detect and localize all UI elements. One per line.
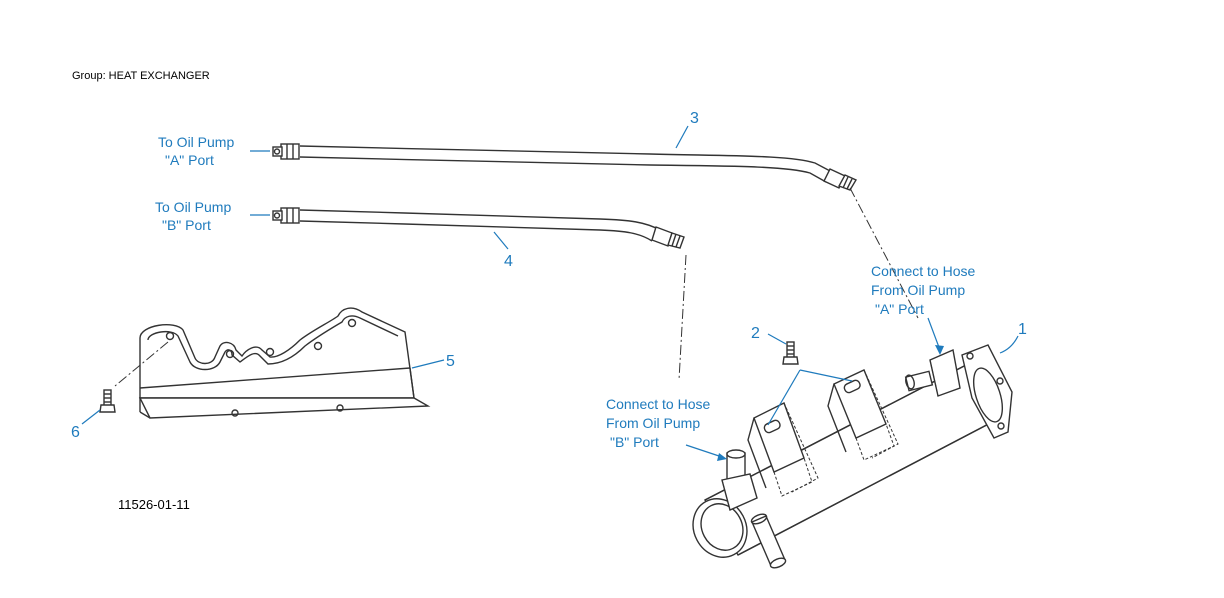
arrow-hose-a bbox=[927, 317, 944, 355]
leader-2-bracket-left bbox=[767, 369, 801, 426]
svg-text:"B" Port: "B" Port bbox=[610, 434, 659, 450]
arrow-hose-b bbox=[685, 444, 727, 461]
hose-4-right-fitting bbox=[651, 226, 685, 249]
figure-number: 11526-01-11 bbox=[118, 497, 190, 512]
hose-3-right-fitting bbox=[823, 168, 858, 191]
group-label: Group: HEAT EXCHANGER bbox=[72, 70, 210, 82]
leader-3 bbox=[675, 125, 689, 149]
part-1-heat-exchanger bbox=[692, 344, 1013, 569]
callout-1: 1 bbox=[1018, 321, 1027, 338]
leader-1 bbox=[999, 335, 1019, 354]
note-connect-hose-a: Connect to Hose From Oil Pump "A" Port bbox=[871, 263, 975, 317]
part-6-bolt bbox=[99, 389, 116, 413]
svg-text:To Oil Pump: To Oil Pump bbox=[158, 134, 234, 150]
leader-2-bracket-right bbox=[799, 369, 853, 382]
svg-text:To Oil Pump: To Oil Pump bbox=[155, 199, 231, 215]
svg-text:From Oil Pump: From Oil Pump bbox=[606, 415, 700, 431]
note-to-oil-pump-b: To Oil Pump "B" Port bbox=[155, 199, 231, 233]
callout-3: 3 bbox=[690, 110, 699, 127]
svg-text:"A" Port: "A" Port bbox=[165, 152, 214, 168]
callout-2: 2 bbox=[751, 325, 760, 342]
svg-text:From Oil Pump: From Oil Pump bbox=[871, 282, 965, 298]
leader-6 bbox=[81, 409, 101, 425]
svg-text:Connect to Hose: Connect to Hose bbox=[606, 396, 710, 412]
leader-4 bbox=[493, 231, 509, 250]
callout-4: 4 bbox=[504, 253, 513, 270]
hose-4-left-fitting bbox=[272, 207, 300, 224]
svg-text:"A" Port: "A" Port bbox=[875, 301, 924, 317]
hose-4 bbox=[272, 207, 685, 249]
part-5-shield bbox=[138, 307, 431, 419]
note-to-oil-pump-a: To Oil Pump "A" Port bbox=[158, 134, 234, 168]
leader-5 bbox=[411, 359, 445, 369]
svg-text:Connect to Hose: Connect to Hose bbox=[871, 263, 975, 279]
note-connect-hose-b: Connect to Hose From Oil Pump "B" Port bbox=[606, 396, 710, 450]
part-2-bolt bbox=[782, 341, 799, 365]
leader-2 bbox=[767, 333, 787, 345]
callout-6: 6 bbox=[71, 424, 80, 441]
callout-5: 5 bbox=[446, 353, 455, 370]
svg-text:"B" Port: "B" Port bbox=[162, 217, 211, 233]
hose-3 bbox=[272, 143, 858, 191]
hose-3-left-fitting bbox=[272, 143, 300, 160]
